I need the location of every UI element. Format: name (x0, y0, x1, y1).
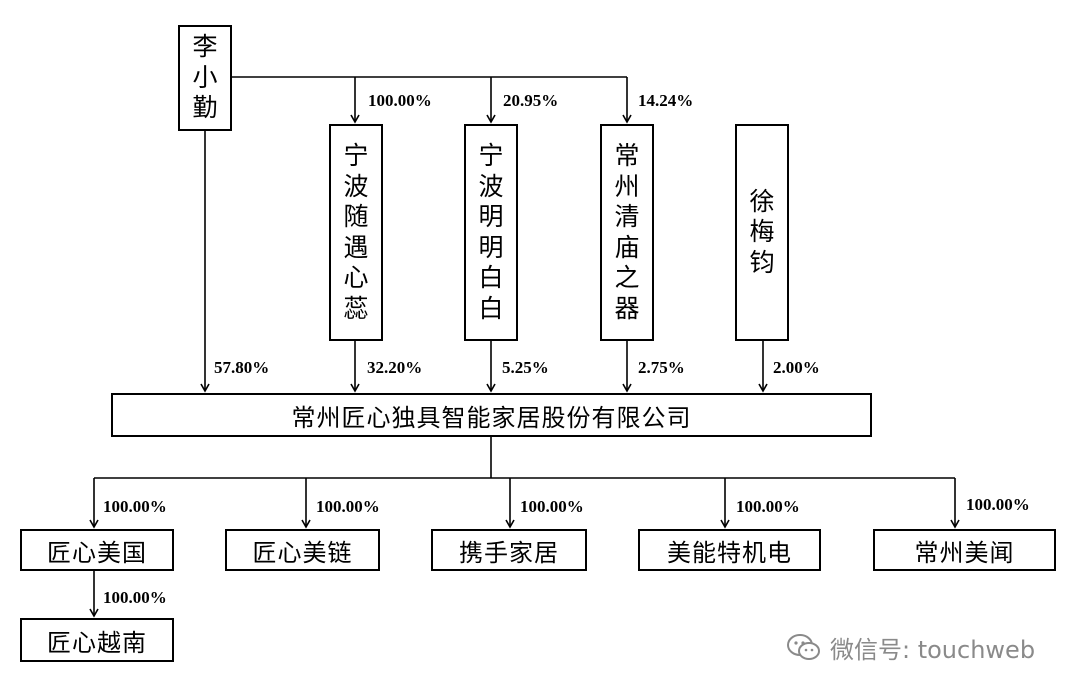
pct-company-to-chain: 100.00% (316, 497, 380, 516)
shareholder-li-xiaoqin: 李小勤 (178, 25, 232, 131)
subsidiary-jiangxin-vietnam: 匠心越南 (20, 618, 174, 662)
subsidiary-jiangxin-vietnam-label: 匠心越南 (47, 628, 147, 657)
subsidiary-meineng-electromechanical-label: 美能特机电 (667, 538, 792, 567)
shareholder-changzhou-qingmiao-label: 常州清庙之器 (614, 141, 640, 323)
pct-us-to-vietnam: 100.00% (103, 588, 167, 607)
pct-suiyu-to-company: 32.20% (367, 358, 423, 377)
subsidiary-xieshou-home-label: 携手家居 (459, 538, 559, 567)
pct-company-to-meiwen: 100.00% (966, 495, 1030, 514)
subsidiary-meineng-electromechanical: 美能特机电 (638, 529, 821, 571)
main-company-label: 常州匠心独具智能家居股份有限公司 (291, 403, 692, 432)
pct-li-to-mingming: 20.95% (503, 91, 559, 110)
subsidiary-xieshou-home: 携手家居 (431, 529, 587, 571)
subsidiary-jiangxin-us: 匠心美国 (20, 529, 174, 571)
pct-li-to-qingmiao: 14.24% (638, 91, 694, 110)
shareholder-ningbo-mingming-label: 宁波明明白白 (478, 141, 504, 323)
shareholder-ningbo-suiyu-label: 宁波随遇心蕊 (343, 141, 369, 323)
shareholder-xu-meijun-label: 徐梅钧 (749, 186, 775, 277)
shareholder-changzhou-qingmiao: 常州清庙之器 (600, 124, 654, 341)
pct-xu-to-company: 2.00% (773, 358, 820, 377)
pct-company-to-us: 100.00% (103, 497, 167, 516)
subsidiary-changzhou-meiwen-label: 常州美闻 (914, 538, 1015, 567)
subsidiary-jiangxin-chain: 匠心美链 (225, 529, 380, 571)
shareholder-xu-meijun: 徐梅钧 (735, 124, 789, 341)
shareholder-ningbo-suiyu: 宁波随遇心蕊 (329, 124, 383, 341)
pct-li-to-suiyu: 100.00% (368, 91, 432, 110)
subsidiary-jiangxin-chain-label: 匠心美链 (252, 538, 353, 567)
wechat-watermark: 微信号: touchweb (786, 630, 1035, 665)
main-company: 常州匠心独具智能家居股份有限公司 (111, 393, 872, 437)
subsidiary-changzhou-meiwen: 常州美闻 (873, 529, 1056, 571)
pct-li-to-company: 57.80% (214, 358, 270, 377)
shareholder-ningbo-mingming: 宁波明明白白 (464, 124, 518, 341)
subsidiary-jiangxin-us-label: 匠心美国 (47, 538, 147, 567)
pct-company-to-xieshou: 100.00% (520, 497, 584, 516)
watermark-text: 微信号: touchweb (830, 636, 1036, 664)
shareholder-li-xiaoqin-label: 李小勤 (192, 32, 218, 123)
wechat-icon (787, 633, 820, 660)
pct-mingming-to-company: 5.25% (502, 358, 549, 377)
pct-qingmiao-to-company: 2.75% (638, 358, 685, 377)
pct-company-to-meineng: 100.00% (736, 497, 800, 516)
